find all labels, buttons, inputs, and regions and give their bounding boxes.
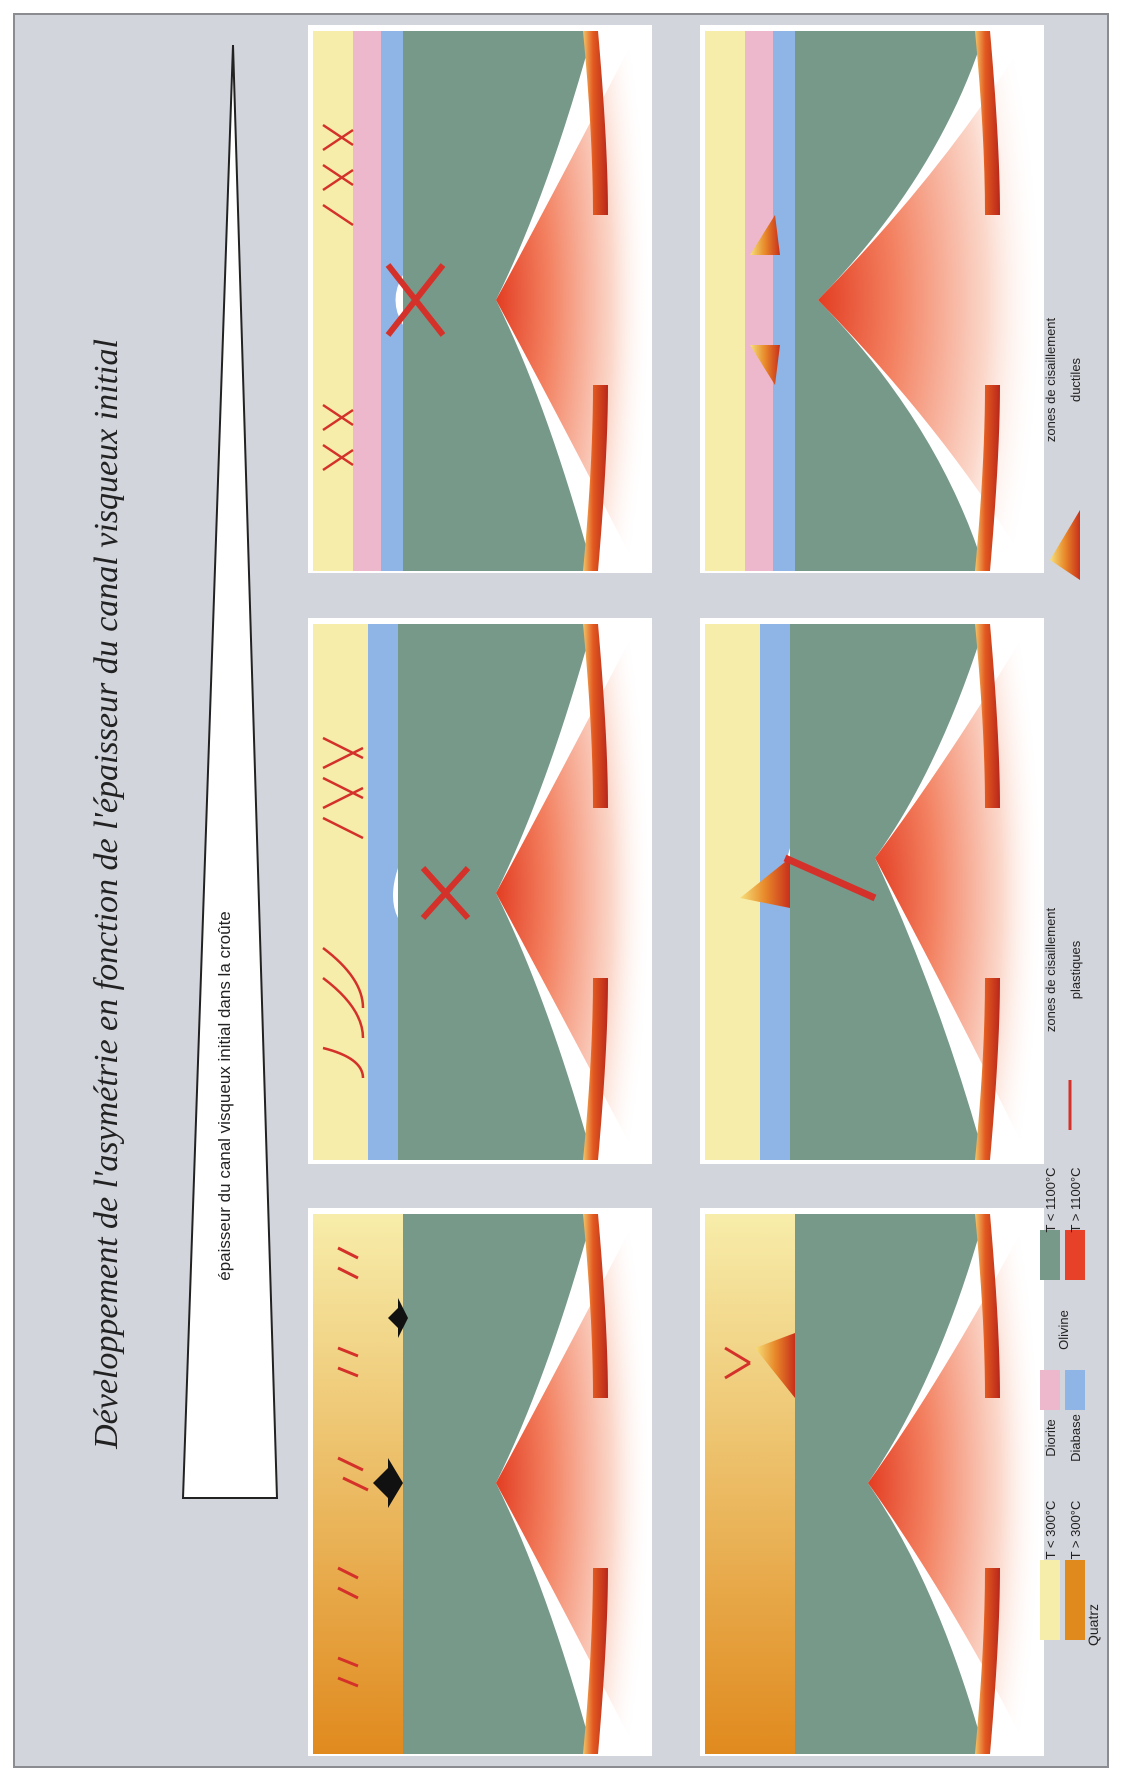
legend-quartz-hot-swatch: [1065, 1560, 1085, 1640]
quartz-layer: [705, 1214, 795, 1754]
legend-diorite-swatch: [1040, 1370, 1060, 1410]
legend-olivine-cold-swatch: [1040, 1230, 1060, 1280]
legend-quartz-cold: T < 300°C: [1043, 1501, 1058, 1560]
panel-bottom-left: [700, 1208, 1044, 1756]
diorite-layer: [353, 31, 381, 571]
legend-diorite: Diorite: [1043, 1419, 1058, 1457]
legend-ductile-line1: zones de cisaillement: [1043, 317, 1058, 442]
panel-bottom-middle: [700, 618, 1044, 1164]
panel-top-right: [308, 25, 652, 573]
legend-quartz-cold-swatch: [1040, 1560, 1060, 1640]
legend-olivine-hot: T > 1100°C: [1068, 1167, 1083, 1232]
legend-olivine: Olivine: [1056, 1310, 1071, 1350]
diorite-layer: [745, 31, 773, 571]
legend-plastic-line2: plastiques: [1068, 940, 1083, 999]
panel-top-left: [308, 1208, 652, 1756]
wedge-label: épaisseur du canal visqueux initial dans…: [215, 911, 234, 1281]
quartz-layer: [313, 624, 368, 1160]
legend-quartz-hot: T > 300°C: [1068, 1501, 1083, 1560]
legend-ductile-line2: ductiles: [1068, 357, 1083, 402]
legend-olivine-cold: T < 1100°C: [1043, 1167, 1058, 1232]
legend-plastic-line1: zones de cisaillement: [1043, 907, 1058, 1032]
figure-title: Développement de l'asymétrie en fonction…: [88, 339, 125, 1450]
legend-diabase: Diabase: [1068, 1414, 1083, 1462]
panel-top-middle: [308, 618, 652, 1164]
legend-diabase-swatch: [1065, 1370, 1085, 1410]
diabase-layer: [773, 31, 795, 571]
legend-quartz: Quatrz: [1085, 1604, 1101, 1646]
panel-bottom-right: [700, 25, 1044, 573]
quartz-layer: [705, 31, 745, 571]
quartz-layer: [313, 31, 353, 571]
legend-olivine-hot-swatch: [1065, 1230, 1085, 1280]
